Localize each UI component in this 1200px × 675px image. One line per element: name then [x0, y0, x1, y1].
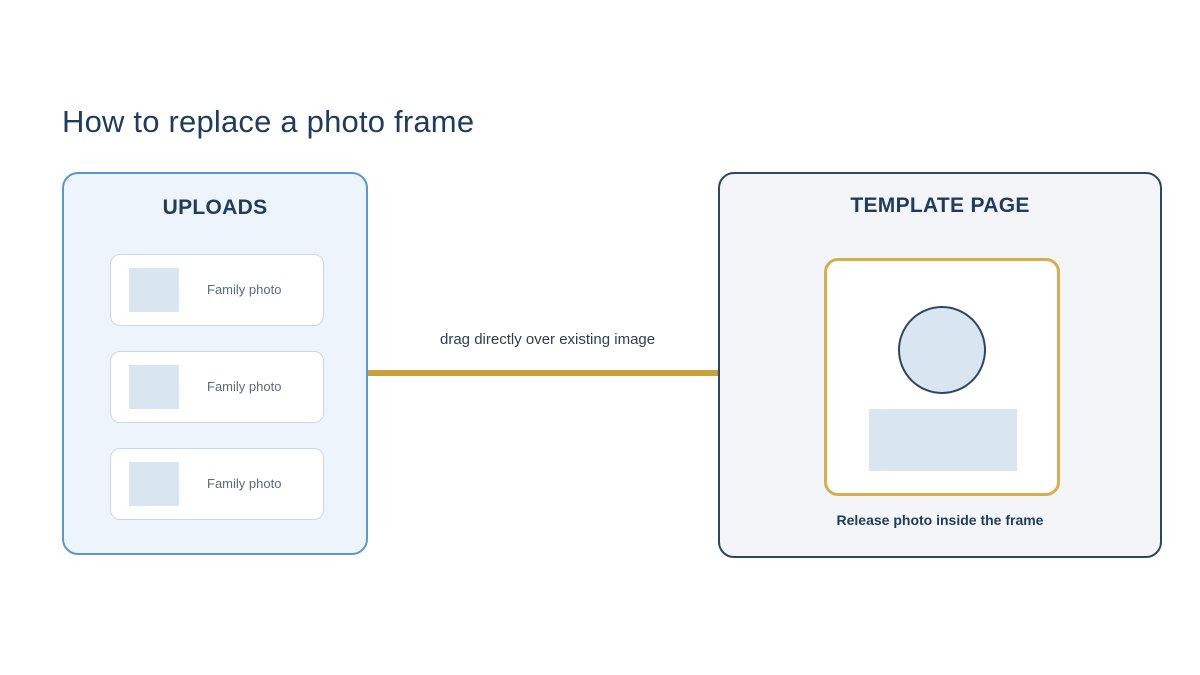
upload-item[interactable]: Family photo [110, 254, 324, 326]
template-page-panel: TEMPLATE PAGE Release photo inside the f… [718, 172, 1162, 558]
upload-item-label: Family photo [207, 476, 282, 491]
uploads-heading: UPLOADS [162, 196, 268, 219]
upload-thumbnail [129, 365, 179, 409]
template-page-heading: TEMPLATE PAGE [850, 194, 1030, 217]
upload-thumbnail [129, 462, 179, 506]
upload-item-label: Family photo [207, 282, 282, 297]
upload-item[interactable]: Family photo [110, 351, 324, 423]
photo-placeholder-block [869, 409, 1017, 471]
photo-frame-drop-target[interactable] [824, 258, 1060, 496]
frame-caption: Release photo inside the frame [836, 512, 1044, 528]
drag-instruction-label: drag directly over existing image [440, 331, 656, 348]
upload-thumbnail [129, 268, 179, 312]
upload-item-label: Family photo [207, 379, 282, 394]
upload-item[interactable]: Family photo [110, 448, 324, 520]
photo-placeholder-circle [898, 306, 986, 394]
uploads-panel: UPLOADS Family photo Family photo Family… [62, 172, 368, 555]
page-title: How to replace a photo frame [62, 104, 475, 139]
